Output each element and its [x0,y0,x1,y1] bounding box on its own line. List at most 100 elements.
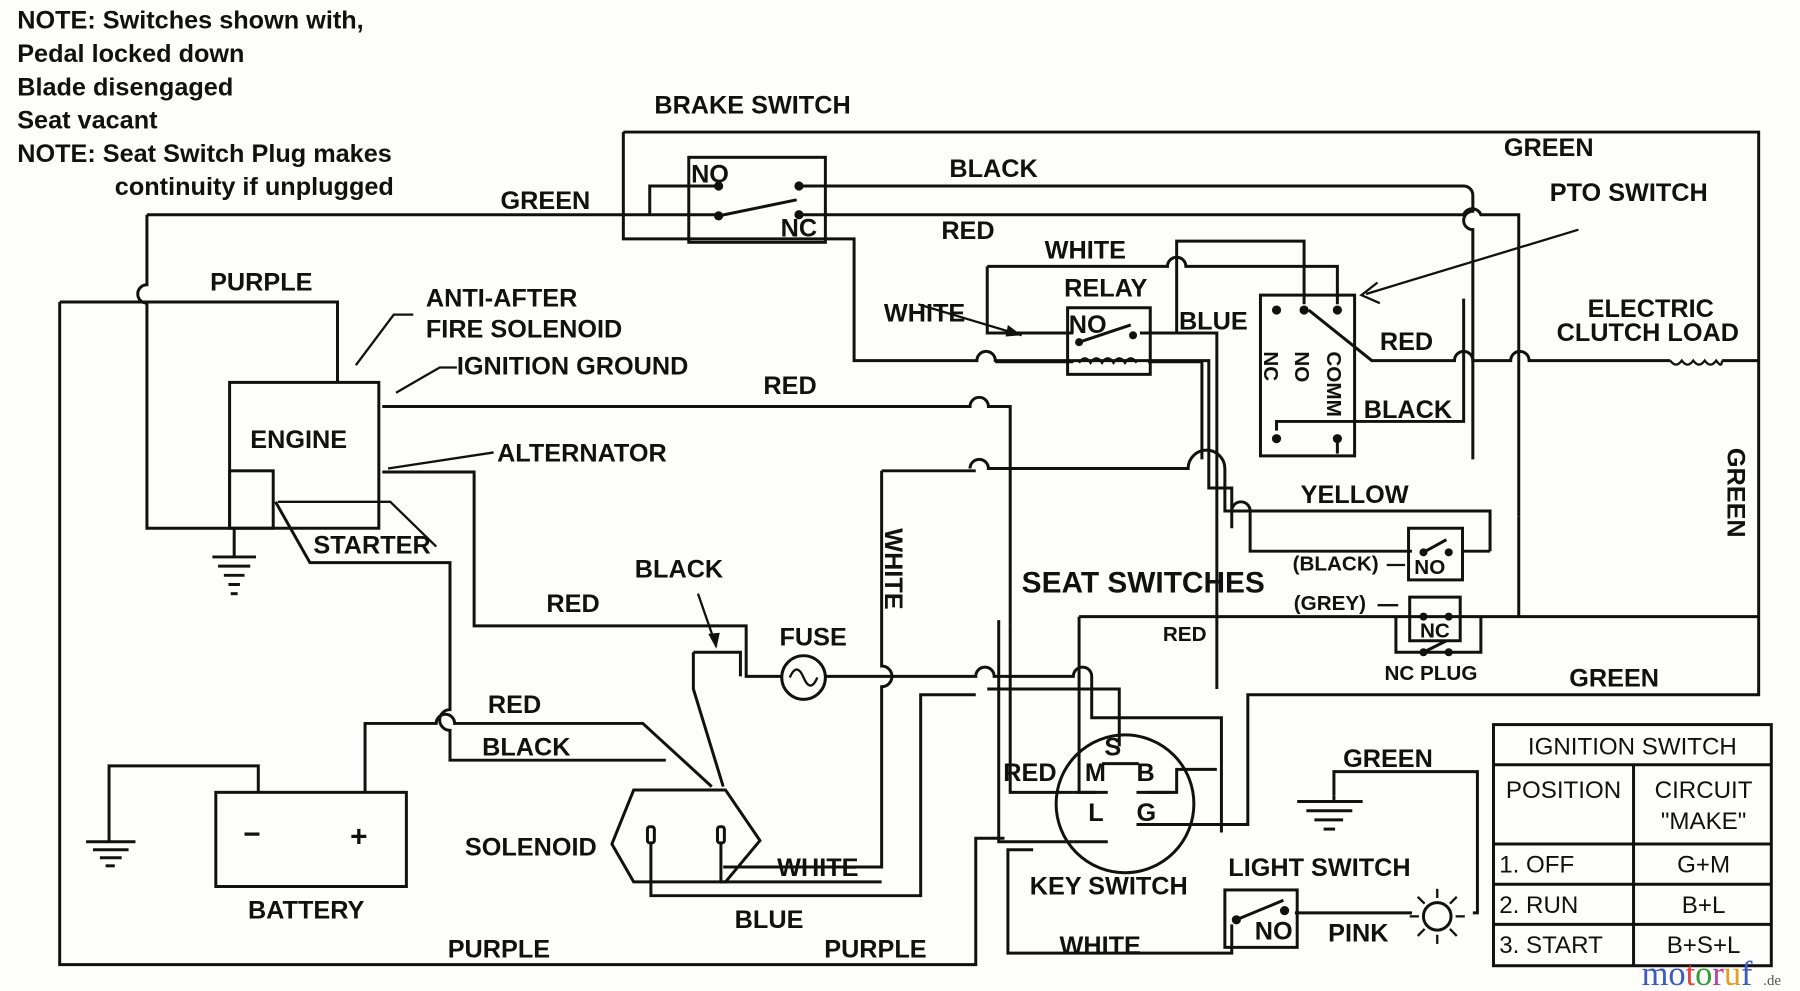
brake-no-label: NO [691,161,729,189]
note-line: Pedal locked down [17,40,244,68]
engine-title: ENGINE [250,426,347,454]
ignition-switch-table: IGNITION SWITCH POSITION CIRCUIT "MAKE" … [1492,723,1773,968]
relay-title: RELAY [1064,274,1147,302]
seat-no-switch-box [1407,526,1464,582]
wire-starter [274,501,666,762]
wire-label: BLACK [1364,396,1452,424]
seat-nc-label: NC [1420,619,1450,642]
wire-purple-top [59,300,339,383]
key-switch-body [1054,733,1196,875]
ignition-ground-label: IGNITION GROUND [457,352,688,380]
wire-sol-blue [649,693,976,898]
pto-switch-title: PTO SWITCH [1550,179,1708,207]
wire-label: PURPLE [448,936,550,964]
seat-nc-switch-box [1408,595,1462,643]
key-switch: S M B L G KEY SWITCH [1030,733,1196,901]
pto-contact [1271,434,1282,444]
nc-plug-label: NC PLUG [1384,662,1477,685]
starter-box [228,469,275,530]
wire-white-relay [985,266,1074,335]
light-switch: LIGHT SWITCH NO [1223,795,1465,949]
relay: RELAY NO [918,274,1152,376]
wire-blue-top [1175,239,1306,334]
brake-no-terminal [794,181,804,191]
table-header: POSITION [1506,777,1621,804]
watermark-text: motoruf [1642,955,1753,991]
pto-switch: PTO SWITCH NC NO COMM [1258,179,1708,458]
arrow-head-icon [1005,324,1022,337]
wire-alternator [382,470,781,678]
note-line: NOTE: Switches shown with, [17,7,363,35]
battery-neg-icon: − [243,818,260,851]
seat-switches: SEAT SWITCHES (BLACK) (GREY) NO NC NC PL… [1022,526,1477,685]
wire-green-no-tap [648,184,719,215]
relay-arm [1078,323,1132,344]
wire-black-fuse [693,650,742,677]
wire-label: WHITE [1045,236,1126,264]
wire-key-s [987,687,1121,747]
wire-label: BLACK [482,734,570,762]
wire-yellow-seat [1230,500,1412,553]
wire-label: GREEN [1722,448,1750,538]
wire-label: RED [1003,759,1056,787]
wire-battery-red [363,712,713,793]
solenoid-terminal [715,825,726,845]
wire-white-top [987,255,1339,305]
wire-relay-coil [995,360,1204,460]
alternator-label: ALTERNATOR [497,440,667,468]
battery-box [214,790,408,888]
terminal-m: M [1085,759,1106,787]
anti-after-fire-label: ANTI-AFTER [426,285,577,313]
pto-no-label: NO [1290,351,1313,382]
clutch-label-2: CLUTCH LOAD [1557,319,1739,347]
table-cell: B+S+L [1667,932,1741,959]
brake-switch: BRAKE SWITCH NO NC [654,92,851,244]
wire-light-green [1332,770,1479,915]
brake-switch-arm [718,198,797,218]
watermark-letter: u [1724,955,1741,991]
solenoid: SOLENOID [465,788,762,884]
wire-red-brake [798,207,1521,517]
note-line: NOTE: Seat Switch Plug makes [17,140,392,168]
engine-box [228,380,381,530]
lamp-icon [1409,888,1465,944]
clutch-coil-icon [1669,358,1724,366]
wire-label: GREEN [1569,665,1659,693]
light-switch-box [1223,888,1299,949]
solenoid-body [610,788,762,884]
fuse-label: FUSE [779,623,846,651]
starter-pointer [277,500,438,548]
pto-nc-label: NC [1259,351,1282,381]
seat-no-arm [1422,538,1448,554]
pto-pointer-line [1365,228,1579,296]
contact [1444,612,1453,621]
pto-switch-box [1258,293,1357,458]
watermark-letter: f [1741,955,1753,991]
wire-pto-red [1307,308,1671,363]
watermark-suffix: .de [1763,973,1781,989]
wire-label: RED [1163,623,1207,646]
wire-label: BLACK [949,155,1037,183]
note-line: Blade disengaged [17,73,233,101]
brake-nc-terminal [794,210,804,220]
terminal-g: G [1136,799,1156,827]
wire-key-l [997,620,1074,844]
contact [1419,612,1428,621]
alternator-pointer [387,451,494,470]
wire-label: GREEN [1504,134,1594,162]
wire-label: WHITE [777,854,858,882]
watermark-logo: motoruf .de [1642,955,1782,991]
relay-contact [1129,331,1138,340]
wire-purple-left [58,302,1005,967]
fuse-icon [780,654,827,701]
anti-after-fire-pointer [354,313,414,366]
wire-label: BLUE [1179,308,1248,336]
wire-label: RED [1380,328,1433,356]
wires [58,130,1761,967]
contact [1279,906,1290,916]
table-header: "MAKE" [1661,808,1746,835]
light-switch-title: LIGHT SWITCH [1228,854,1410,882]
ground-icon [86,832,136,868]
wire-label: WHITE [1060,932,1141,960]
